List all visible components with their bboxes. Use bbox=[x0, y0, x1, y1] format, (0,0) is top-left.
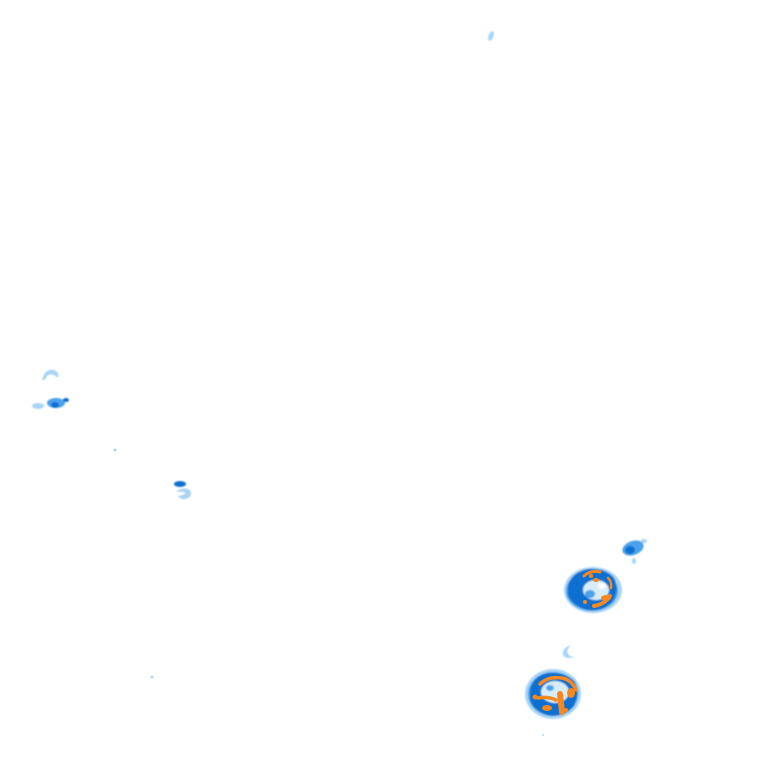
precip-speck bbox=[113, 448, 544, 736]
precip-cell-f bbox=[564, 567, 622, 613]
precip-cell-e bbox=[622, 539, 647, 564]
precip-cell-g bbox=[562, 645, 574, 659]
precip-cell-b bbox=[32, 369, 69, 409]
precip-cell-d bbox=[174, 481, 191, 500]
precip-cell-a bbox=[488, 31, 494, 41]
precip-cell-h bbox=[525, 669, 581, 719]
